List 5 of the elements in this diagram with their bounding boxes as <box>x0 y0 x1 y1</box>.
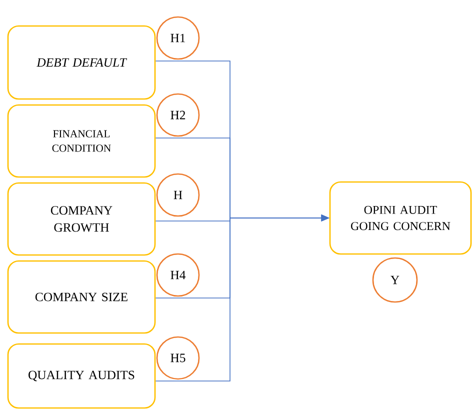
rounded-box: QUALITY AUDITS <box>7 343 156 409</box>
rounded-box: DEBT DEFAULT <box>7 25 156 100</box>
rounded-box: FINANCIAL CONDITION <box>7 104 156 178</box>
rounded-box: OPINI AUDIT GOING CONCERN <box>329 181 472 255</box>
rounded-box: COMPANY GROWTH <box>7 182 156 256</box>
